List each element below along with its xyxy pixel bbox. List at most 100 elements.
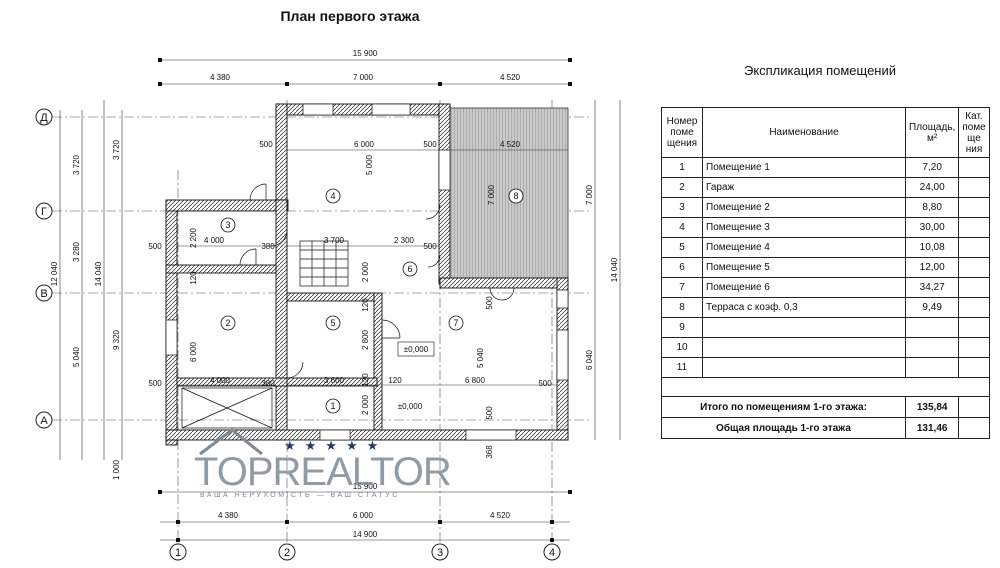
dim-top-1: 4 380 [210, 73, 231, 82]
dim-inner-4000b: 4 000 [210, 376, 231, 385]
dim-500-e: 500 [148, 379, 162, 388]
dim-500-f: 500 [538, 379, 552, 388]
garage-opening [181, 387, 273, 429]
dim-inner-120a: 120 [189, 271, 198, 285]
dim-right-total: 14 040 [610, 257, 619, 282]
dim-inner-6800: 6 800 [465, 376, 486, 385]
axis-label-d: Д [40, 112, 48, 124]
dim-inner-6000: 6 000 [354, 140, 375, 149]
logo-tagline: ВАША НЕРУХОМІСТЬ — ВАШ СТАТУС [200, 492, 400, 499]
logo-text: TOPREALTOR [194, 450, 452, 494]
windows [165, 103, 569, 441]
dim-500-c: 500 [148, 242, 162, 251]
dim-bottom-overall: 14 900 [353, 530, 378, 539]
room-label-5: 5 [330, 318, 335, 328]
axis-label-2: 2 [284, 547, 290, 559]
axis-label-3: 3 [437, 547, 443, 559]
dim-inner-5040: 5 040 [476, 347, 485, 368]
header-room-number: Номер поме щения [661, 107, 703, 158]
table-spacer-row [661, 377, 990, 397]
dim-inner-120b: 120 [361, 298, 370, 312]
house-roof-icon [199, 428, 263, 456]
level-marker-box [397, 341, 435, 357]
dim-inner-120c: 120 [361, 373, 370, 387]
dim-top-total: 15 900 [353, 49, 378, 58]
axis-bubbles [35, 108, 561, 561]
dim-left-bottom: 1 000 [112, 459, 121, 480]
room-label-4: 4 [330, 191, 335, 201]
explication-table: Номер поме щения Наименование Площадь, м… [661, 107, 990, 439]
dim-500-b: 500 [423, 140, 437, 149]
dim-500-a: 500 [259, 140, 273, 149]
dim-inner-500v2: 500 [485, 296, 494, 310]
dim-inner-3700: 3 700 [324, 236, 345, 245]
dim-left-outer: 14 040 [94, 261, 103, 286]
total-area-label: Общая площадь 1-го этажа [661, 417, 906, 439]
room-markers [220, 188, 524, 414]
total-rooms-value: 135,84 [904, 396, 960, 418]
dim-inner-2800: 2 800 [361, 329, 370, 350]
dimension-ticks [158, 58, 572, 542]
room-label-2: 2 [225, 318, 230, 328]
dim-left-mid-1: 3 720 [112, 139, 121, 160]
table-row: 10 [661, 337, 990, 358]
header-category: Кат. поме ще ния [958, 107, 990, 158]
dim-inner-2000a: 2 000 [361, 261, 370, 282]
level-marker: ±0,000 [404, 345, 429, 354]
doors [239, 183, 515, 379]
dim-inner-6000v: 6 000 [189, 341, 198, 362]
total-rooms-label: Итого по помещениям 1-го этажа: [661, 396, 906, 418]
table-header-row: Номер поме щения Наименование Площадь, м… [661, 107, 990, 158]
dim-left-3: 5 040 [72, 346, 81, 367]
watermark-logo: ★★★★★ TOPREALTOR ВАША НЕРУХОМІСТЬ — ВАШ … [188, 428, 452, 506]
dimension-lines [59, 59, 621, 541]
dim-left-mid-2: 9 320 [112, 329, 121, 350]
dim-inner-4000: 4 000 [204, 236, 225, 245]
plan-title: План первого этажа [280, 8, 420, 24]
dim-380-a: 380 [261, 242, 275, 251]
dim-inner-368: 368 [485, 445, 494, 459]
dim-bottom-2: 6 000 [353, 511, 374, 520]
dim-380-b: 380 [261, 379, 275, 388]
dim-inner-2200: 2 200 [189, 227, 198, 248]
dim-inner-3600: 3 600 [324, 376, 345, 385]
total-area-value: 131,46 [904, 417, 960, 439]
logo-stars: ★★★★★ [284, 438, 388, 453]
dim-top-2: 7 000 [353, 73, 374, 82]
table-row: 9 [661, 317, 990, 338]
dim-inner-7000: 7 000 [487, 184, 496, 205]
dim-inner-5000: 5 000 [365, 154, 374, 175]
dim-top-3: 4 520 [500, 73, 521, 82]
dim-left-1: 3 720 [72, 154, 81, 175]
dim-inner-±: ±0,000 [398, 402, 423, 411]
header-area: Площадь, м² [904, 107, 960, 158]
axis-label-a: А [40, 415, 48, 427]
room-label-1: 1 [330, 401, 335, 411]
dim-inner-4520: 4 520 [500, 140, 521, 149]
room-label-8: 8 [513, 191, 518, 201]
dim-inner-120: 120 [388, 376, 402, 385]
dim-inner-2000b: 2 000 [361, 394, 370, 415]
room-label-7: 7 [453, 318, 458, 328]
terrace-area [446, 107, 569, 279]
room-label-3: 3 [225, 220, 230, 230]
dim-bottom-3: 4 520 [490, 511, 511, 520]
dim-right-1: 7 000 [585, 184, 594, 205]
dim-inner-2300: 2 300 [394, 236, 415, 245]
dim-bottom-total: 15 900 [353, 482, 378, 491]
axis-label-1: 1 [175, 547, 181, 559]
explication-title: Экспликация помещений [743, 63, 897, 78]
axis-label-4: 4 [549, 547, 555, 559]
dim-left-overall: 12 040 [50, 261, 59, 286]
dim-bottom-1: 4 380 [218, 511, 239, 520]
stairs [299, 240, 349, 287]
